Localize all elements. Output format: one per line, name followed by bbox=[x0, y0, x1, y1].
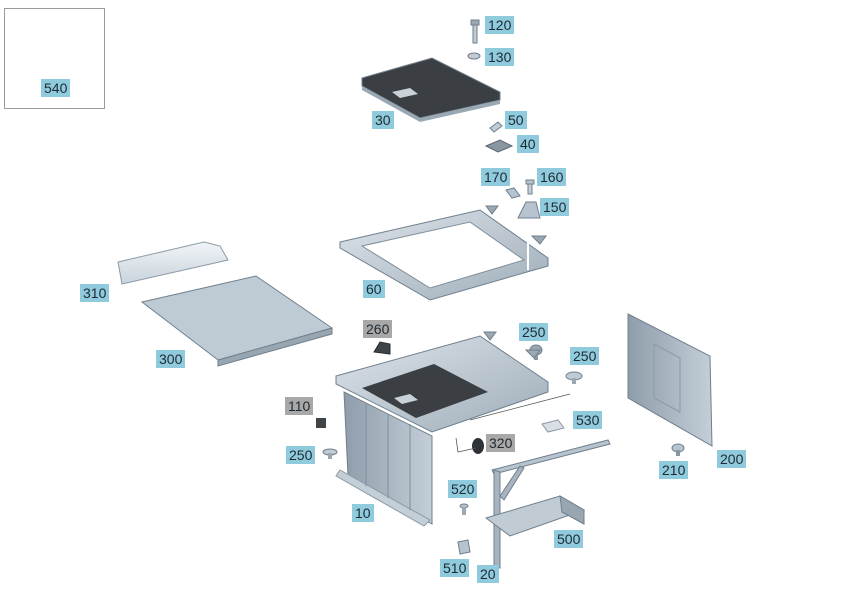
callout-200[interactable]: 200 bbox=[717, 450, 747, 468]
callout-530[interactable]: 530 bbox=[573, 411, 603, 429]
callout-160[interactable]: 160 bbox=[537, 168, 567, 186]
callout-60[interactable]: 60 bbox=[363, 280, 385, 298]
callout-250-top[interactable]: 250 bbox=[519, 323, 549, 341]
housing-10 bbox=[335, 331, 549, 527]
screw-520 bbox=[459, 503, 469, 515]
panel-310 bbox=[117, 241, 229, 285]
callout-120[interactable]: 120 bbox=[485, 16, 515, 34]
cover-lid-30 bbox=[361, 57, 501, 122]
washer-130 bbox=[467, 52, 481, 60]
side-panel-200 bbox=[627, 313, 713, 447]
latch-40 bbox=[484, 139, 514, 153]
fastener-510 bbox=[457, 539, 471, 555]
callout-250-right[interactable]: 250 bbox=[570, 347, 600, 365]
callout-520[interactable]: 520 bbox=[448, 480, 478, 498]
clip-50 bbox=[489, 121, 503, 133]
bolt-120 bbox=[470, 19, 480, 44]
callout-170[interactable]: 170 bbox=[481, 168, 511, 186]
tray-300 bbox=[140, 275, 334, 367]
screw-160 bbox=[525, 179, 535, 195]
callout-40[interactable]: 40 bbox=[517, 135, 539, 153]
callout-150[interactable]: 150 bbox=[540, 198, 570, 216]
grommet-250-right bbox=[565, 371, 583, 384]
callout-50[interactable]: 50 bbox=[505, 111, 527, 129]
grommet-320 bbox=[472, 438, 484, 454]
frame-60 bbox=[339, 205, 549, 301]
callout-110[interactable]: 110 bbox=[285, 397, 314, 415]
callout-540[interactable]: 540 bbox=[41, 79, 71, 97]
bolt-170 bbox=[505, 187, 521, 199]
leader-line bbox=[469, 393, 571, 421]
callout-130[interactable]: 130 bbox=[485, 48, 515, 66]
callout-510[interactable]: 510 bbox=[440, 559, 470, 577]
pad-530 bbox=[541, 419, 565, 433]
callout-10[interactable]: 10 bbox=[352, 504, 374, 522]
callout-320[interactable]: 320 bbox=[486, 434, 516, 452]
callout-210[interactable]: 210 bbox=[659, 461, 689, 479]
plug-110 bbox=[316, 418, 326, 428]
callout-500[interactable]: 500 bbox=[554, 530, 584, 548]
plate-500 bbox=[484, 495, 586, 537]
callout-300[interactable]: 300 bbox=[156, 350, 186, 368]
leader-line bbox=[455, 437, 477, 453]
callout-20[interactable]: 20 bbox=[477, 565, 499, 583]
grommet-250-left bbox=[322, 448, 338, 459]
cap-260 bbox=[373, 341, 391, 355]
bracket-150 bbox=[517, 201, 541, 219]
callout-260[interactable]: 260 bbox=[363, 320, 393, 338]
callout-30[interactable]: 30 bbox=[372, 111, 394, 129]
callout-250-left[interactable]: 250 bbox=[286, 446, 316, 464]
fastener-210 bbox=[671, 443, 685, 456]
callout-310[interactable]: 310 bbox=[80, 284, 110, 302]
support-frame-20 bbox=[491, 439, 611, 569]
